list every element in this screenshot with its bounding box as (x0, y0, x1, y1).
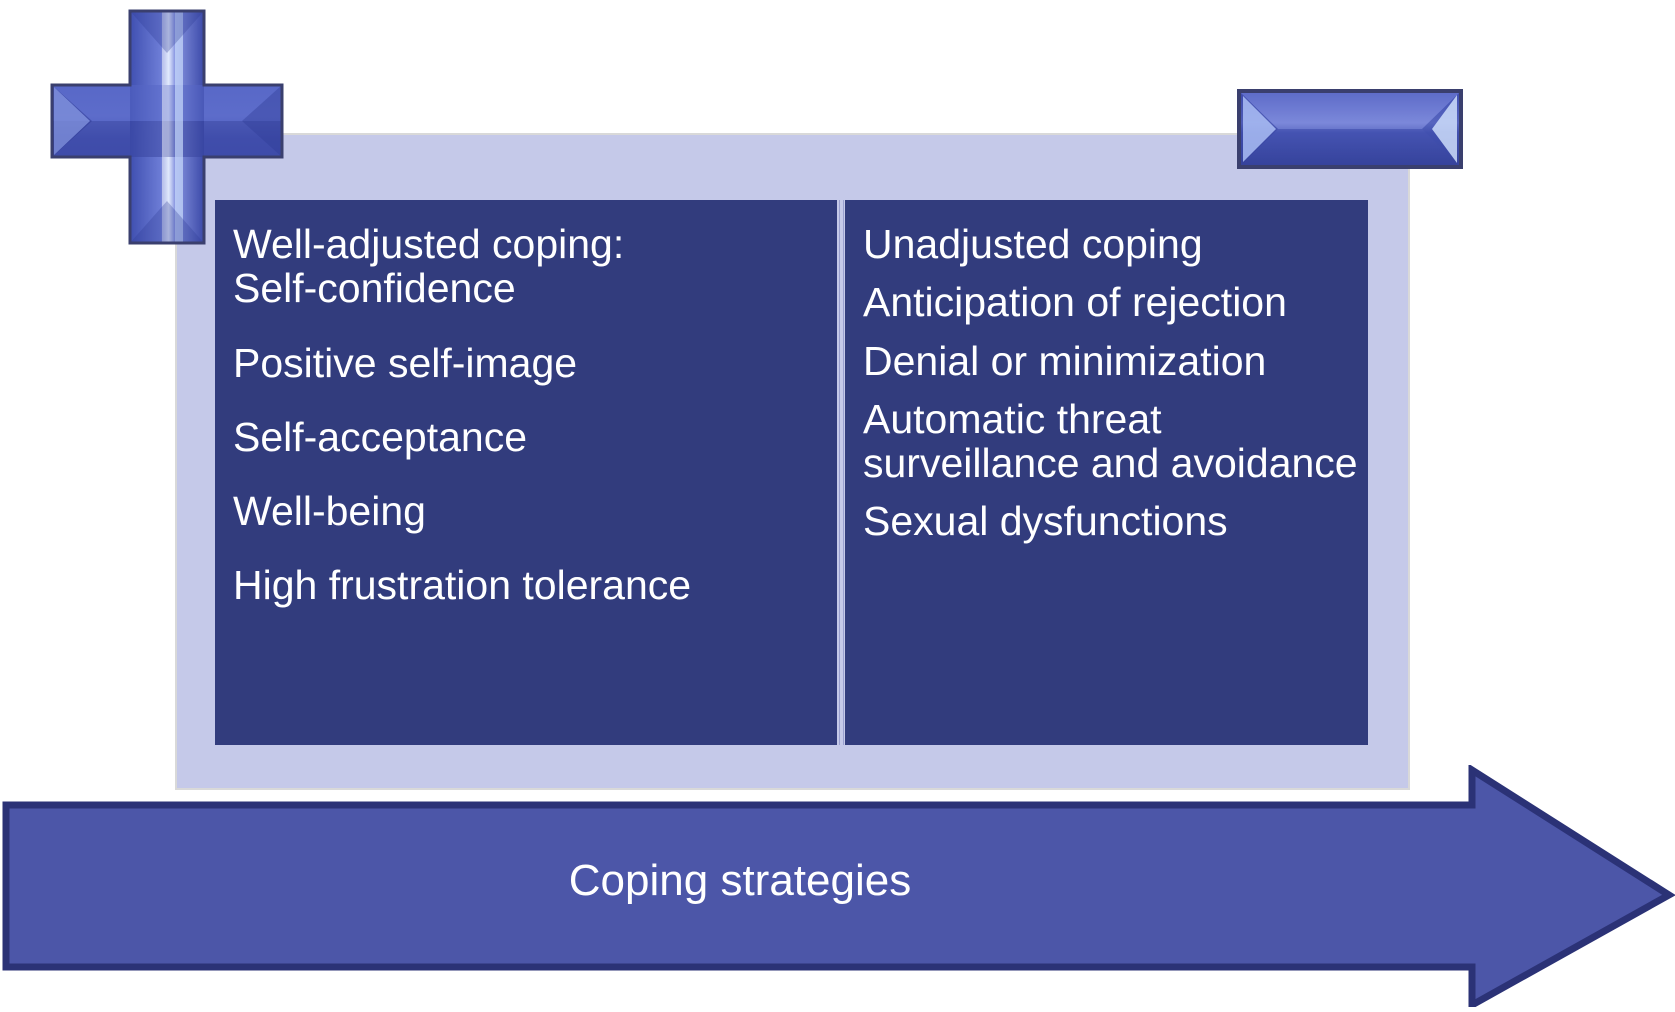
panel-line: surveillance and avoidance (863, 440, 1358, 487)
minus-icon (1236, 88, 1464, 170)
panel-line: Self-acceptance (233, 413, 528, 460)
panel-line: Sexual dysfunctions (863, 498, 1228, 545)
panel-line: Positive self-image (233, 339, 578, 386)
panel-line: Well-adjusted coping: (233, 221, 625, 267)
panel-well-adjusted-coping: Well-adjusted coping: Self-confidence Po… (215, 200, 837, 745)
panel-line: High frustration tolerance (233, 562, 692, 609)
plus-icon (44, 5, 289, 250)
panel-line: Unadjusted coping (863, 221, 1203, 267)
panel-line: Denial or minimization (863, 337, 1267, 384)
panel-line: Automatic threat (863, 395, 1162, 442)
panel-line: Anticipation of rejection (863, 279, 1287, 326)
panel-line: Self-confidence (233, 265, 516, 312)
panel-line: Well-being (233, 488, 426, 535)
panel-divider (837, 200, 845, 745)
coping-strategies-arrow (0, 763, 1675, 1011)
panel-unadjusted-coping: Unadjusted coping Anticipation of reject… (845, 200, 1368, 745)
